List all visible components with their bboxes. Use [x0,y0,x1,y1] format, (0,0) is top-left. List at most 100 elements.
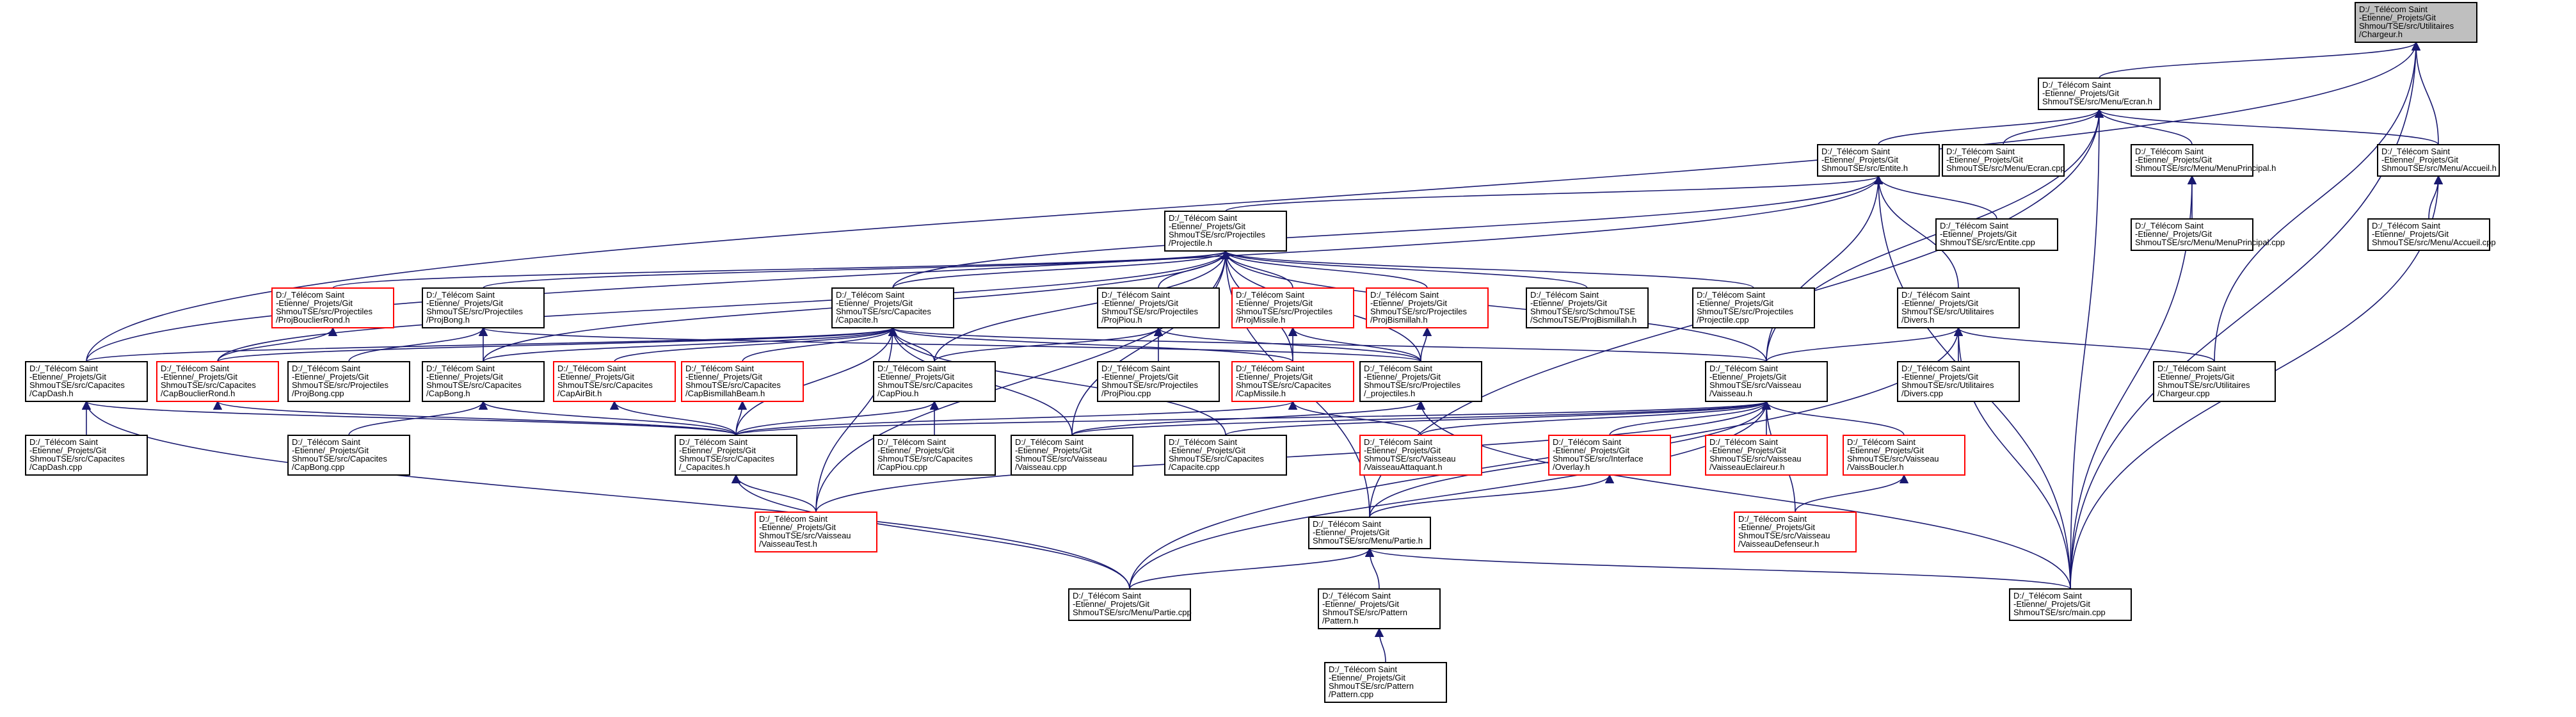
graph-node[interactable]: D:/_Télécom Saint-Etienne/_Projets/GitSh… [873,435,996,476]
node-label-line: ShmouTSE/src/Utilitaires [1901,380,1994,390]
node-label-line: /Pattern.cpp [1329,689,1373,699]
node-label-line: ShmouTSE/src/Menu/Ecran.cpp [1946,163,2065,173]
node-label-line: -Etienne/_Projets/Git [1697,298,1773,308]
graph-node[interactable]: D:/_Télécom Saint-Etienne/_Projets/GitSh… [2355,2,2477,43]
graph-node[interactable]: D:/_Télécom Saint-Etienne/_Projets/GitSh… [156,361,279,402]
graph-node[interactable]: D:/_Télécom Saint-Etienne/_Projets/GitSh… [2131,144,2276,177]
graph-node[interactable]: D:/_Télécom Saint-Etienne/_Projets/GitSh… [1817,144,1940,177]
graph-node[interactable]: D:/_Télécom Saint-Etienne/_Projets/GitSh… [287,435,410,476]
node-label-line: D:/_Télécom Saint [836,290,904,300]
node-box [1692,287,1815,328]
graph-node[interactable]: D:/_Télécom Saint-Etienne/_Projets/GitSh… [1935,218,2058,251]
node-label-line: -Etienne/_Projets/Git [1073,599,1149,609]
dependency-edge [1129,547,1375,590]
graph-node[interactable]: D:/_Télécom Saint-Etienne/_Projets/GitSh… [1231,287,1354,328]
graph-node[interactable]: D:/_Télécom Saint-Etienne/_Projets/GitSh… [553,361,676,402]
graph-node[interactable]: D:/_Télécom Saint-Etienne/_Projets/GitSh… [2377,144,2500,177]
graph-node[interactable]: D:/_Télécom Saint-Etienne/_Projets/GitSh… [1324,662,1447,703]
graph-node[interactable]: D:/_Télécom Saint-Etienne/_Projets/GitSh… [1097,361,1220,402]
node-box [2009,588,2132,621]
graph-node[interactable]: D:/_Télécom Saint-Etienne/_Projets/GitSh… [1308,517,1431,549]
graph-node[interactable]: D:/_Télécom Saint-Etienne/_Projets/GitSh… [1097,287,1220,328]
node-label-line: -Etienne/_Projets/Git [1236,372,1313,382]
node-label-line: /Divers.cpp [1901,389,1943,398]
node-label-line: D:/_Télécom Saint [1101,364,1170,373]
node-box [25,361,148,402]
node-label-line: /VaisseauEclaireur.h [1709,462,1785,472]
graph-node[interactable]: D:/_Télécom Saint-Etienne/_Projets/GitSh… [1897,287,2020,328]
dependency-edge [934,326,1164,362]
graph-node[interactable]: D:/_Télécom Saint-Etienne/_Projets/GitSh… [681,361,804,402]
graph-node[interactable]: D:/_Télécom Saint-Etienne/_Projets/GitSh… [1011,435,1133,476]
graph-node[interactable]: D:/_Télécom Saint-Etienne/_Projets/GitSh… [422,287,545,328]
graph-node[interactable]: D:/_Télécom Saint-Etienne/_Projets/GitSh… [1942,144,2065,177]
graph-node[interactable]: D:/_Télécom Saint-Etienne/_Projets/GitSh… [287,361,410,402]
node-label-line: D:/_Télécom Saint [29,364,98,373]
dependency-edge [1221,250,1754,289]
graph-node[interactable]: D:/_Télécom Saint-Etienne/_Projets/GitSh… [1843,435,1965,476]
dependency-edge [614,326,897,362]
graph-node[interactable]: D:/_Télécom Saint-Etienne/_Projets/GitSh… [1705,435,1828,476]
node-label-line: /Vaisseau.cpp [1015,462,1067,472]
graph-node[interactable]: D:/_Télécom Saint-Etienne/_Projets/GitSh… [1692,287,1815,328]
node-label-line: /ProjPiou.h [1101,315,1142,325]
dependency-edge [82,400,737,436]
graph-node[interactable]: D:/_Télécom Saint-Etienne/_Projets/GitSh… [271,287,394,328]
dependency-edge [1953,326,2215,362]
graph-node[interactable]: D:/_Télécom Saint-Etienne/_Projets/GitSh… [1897,361,2020,402]
node-label-line: -Etienne/_Projets/Git [29,372,106,382]
node-label-line: D:/_Télécom Saint [2381,147,2450,156]
node-box [1935,218,2058,251]
node-label-line: ShmouTSE/src/Projectiles [276,307,372,316]
graph-node[interactable]: D:/_Télécom Saint-Etienne/_Projets/GitSh… [2367,218,2496,251]
graph-node[interactable]: D:/_Télécom Saint-Etienne/_Projets/GitSh… [1734,512,1857,552]
node-label-line: -Etienne/_Projets/Git [877,372,954,382]
node-label-line: D:/_Télécom Saint [1313,519,1381,529]
graph-node[interactable]: D:/_Télécom Saint-Etienne/_Projets/GitSh… [2131,218,2285,251]
graph-node[interactable]: D:/_Télécom Saint-Etienne/_Projets/GitSh… [1359,361,1482,402]
node-label-line: /VaisseauTest.h [759,539,817,549]
graph-node[interactable]: D:/_Télécom Saint-Etienne/_Projets/GitSh… [831,287,954,328]
node-label-line: /ProjPiou.cpp [1101,389,1151,398]
graph-node[interactable]: D:/_Télécom Saint-Etienne/_Projets/GitSh… [1548,435,1671,476]
graph-node[interactable]: D:/_Télécom Saint-Etienne/_Projets/GitSh… [1318,588,1441,629]
graph-node[interactable]: D:/_Télécom Saint-Etienne/_Projets/GitSh… [2038,77,2161,110]
node-label-line: ShmouTSE/src/Projectiles [1236,307,1332,316]
node-label-line: D:/_Télécom Saint [1901,290,1970,300]
node-label-line: /_projectiles.h [1364,389,1415,398]
dependency-edge [483,250,1230,289]
graph-node[interactable]: D:/_Télécom Saint-Etienne/_Projets/GitSh… [1068,588,1192,621]
graph-node[interactable]: D:/_Télécom Saint-Etienne/_Projets/GitSh… [675,435,797,476]
node-label-line: D:/_Télécom Saint [426,364,495,373]
dependency-edge [1225,175,1883,212]
dependency-edge [1220,250,1428,289]
graph-node[interactable]: D:/_Télécom Saint-Etienne/_Projets/GitSh… [873,361,996,402]
node-label-line: -Etienne/_Projets/Git [877,446,954,455]
node-label-line: ShmouTSE/src/Pattern [1322,608,1407,617]
node-label-line: -Etienne/_Projets/Git [161,372,237,382]
graph-node[interactable]: D:/_Télécom Saint-Etienne/_Projets/GitSh… [2009,588,2132,621]
node-box [1097,361,1220,402]
node-label-line: D:/_Télécom Saint [1709,364,1778,373]
graph-node[interactable]: D:/_Télécom Saint-Etienne/_Projets/GitSh… [1366,287,1489,328]
node-label-line: ShmouTSE/src/Pattern [1329,681,1414,691]
graph-node[interactable]: D:/_Télécom Saint-Etienne/_Projets/GitSh… [755,512,877,552]
node-label-line: ShmouTSE/src/Capacites [29,380,125,390]
node-box [1231,361,1354,402]
graph-node[interactable]: D:/_Télécom Saint-Etienne/_Projets/GitSh… [25,361,148,402]
graph-node[interactable]: D:/_Télécom Saint-Etienne/_Projets/GitSh… [422,361,545,402]
graph-node[interactable]: D:/_Télécom Saint-Etienne/_Projets/GitSh… [1164,211,1287,252]
graph-node[interactable]: D:/_Télécom Saint-Etienne/_Projets/GitSh… [1231,361,1354,402]
node-label-line: D:/_Télécom Saint [685,364,754,373]
graph-node[interactable]: D:/_Télécom Saint-Etienne/_Projets/GitSh… [2153,361,2276,402]
graph-node[interactable]: D:/_Télécom Saint-Etienne/_Projets/GitSh… [1164,435,1287,476]
node-label-line: D:/_Télécom Saint [1101,290,1170,300]
node-label-line: D:/_Télécom Saint [1169,213,1237,223]
graph-node[interactable]: D:/_Télécom Saint-Etienne/_Projets/GitSh… [1526,287,1649,328]
graph-node[interactable]: D:/_Télécom Saint-Etienne/_Projets/GitSh… [25,435,148,476]
graph-node[interactable]: D:/_Télécom Saint-Etienne/_Projets/GitSh… [1359,435,1482,476]
dependency-edge [2003,108,2104,145]
graph-node[interactable]: D:/_Télécom Saint-Etienne/_Projets/GitSh… [1705,361,1828,402]
node-label-line: -Etienne/_Projets/Git [1738,522,1815,532]
node-label-line: ShmouTSE/src/Capacites [679,454,774,463]
